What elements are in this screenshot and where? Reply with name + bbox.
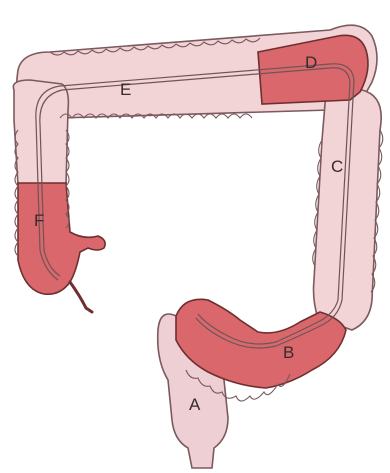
- label-f: F: [34, 211, 44, 230]
- label-d: D: [305, 53, 317, 72]
- label-c: C: [331, 157, 343, 176]
- label-b: B: [283, 343, 294, 362]
- label-a: A: [189, 395, 201, 414]
- label-e: E: [120, 80, 131, 99]
- segment-f-highlight: [18, 183, 105, 294]
- appendix: [70, 282, 92, 312]
